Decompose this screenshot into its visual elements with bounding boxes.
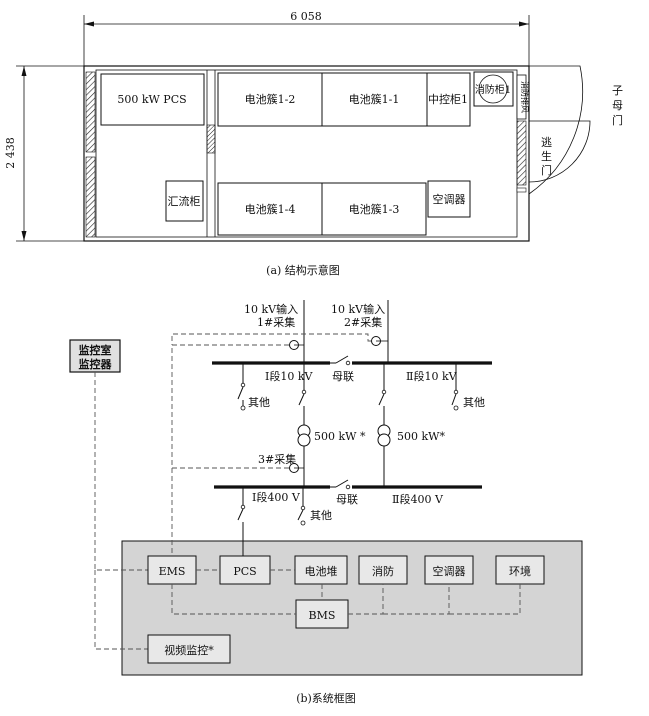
monitor-to-ems-line <box>94 372 148 571</box>
other-1-label: 其他 <box>248 396 270 409</box>
battery-cluster-1-3-label: 电池簇1-3 <box>349 202 400 216</box>
monitor-to-video-line <box>94 570 148 650</box>
bus-section-2-10kv-label: Ⅱ段10 kV <box>406 369 458 383</box>
pcs-cabinet-label: 500 kW PCS <box>117 93 186 106</box>
bus-tie-10kv-switch <box>335 355 349 364</box>
fire-cabinet-circle <box>478 74 508 104</box>
bus-tie-400v-label: 母联 <box>336 493 358 506</box>
collect-2-signal-line <box>171 333 371 345</box>
bus-section-1-400v-label: Ⅰ段400 V <box>252 490 301 504</box>
feeder-other-2 <box>451 363 459 411</box>
width-dimension-label: 6 058 <box>290 10 322 23</box>
height-dimension: 2 438 <box>4 65 84 242</box>
container-outer-wall <box>83 65 530 242</box>
transformer-1-secondary <box>297 433 311 447</box>
combiner-cabinet <box>165 180 204 222</box>
collect-1-label: 1#采集 <box>257 315 295 329</box>
video-monitor-label: 视频监控* <box>164 643 214 657</box>
escape-door-swing <box>528 120 591 183</box>
battery-cluster-1-3 <box>321 182 427 236</box>
fire-cabinet-label: 消防柜1 <box>475 83 511 96</box>
battery-cluster-1-1 <box>321 72 428 127</box>
air-conditioner-unit-label: 空调器 <box>433 192 466 206</box>
battery-stack-label: 电池堆 <box>305 565 338 578</box>
escape-door-char-2: 生 <box>541 149 552 163</box>
central-control-cabinet <box>426 72 471 127</box>
system-diagram: 监控室 监控器 10 kV输入 1#采集 10 kV输入 2#采集 母联 Ⅰ段1… <box>69 300 583 705</box>
bus-section-2-400v-label: Ⅱ段400 V <box>392 492 444 506</box>
main-door-char-3: 门 <box>612 113 623 127</box>
width-dimension: 6 058 <box>83 10 530 67</box>
air-conditioner-label: 空调器 <box>433 564 466 578</box>
partition-hatch <box>206 124 216 154</box>
system-caption: (b)系统框图 <box>296 692 356 705</box>
transformer-2-label: 500 kW* <box>397 430 445 443</box>
environment-label: 环境 <box>509 564 531 578</box>
pcs-feeder <box>237 487 246 556</box>
pcs-label: PCS <box>233 565 256 578</box>
battery-cluster-1-4-label: 电池簇1-4 <box>245 202 296 216</box>
bms-environment-link <box>449 584 521 615</box>
pcs-cabinet <box>100 73 205 126</box>
transformer-2-secondary <box>377 433 391 447</box>
combiner-cabinet-label: 汇流柜 <box>168 194 201 208</box>
left-hatch-upper <box>85 71 96 153</box>
input-1-label: 10 kV输入 <box>244 302 298 316</box>
structure-caption: (a) 结构示意图 <box>266 263 340 277</box>
feeder-other-3 <box>297 487 306 526</box>
central-control-cabinet-label: 中控柜1 <box>428 92 468 106</box>
air-conditioner-unit <box>427 180 471 218</box>
feeder-other-1 <box>237 363 246 411</box>
bus-section-1-10kv-label: Ⅰ段10 kV <box>265 369 314 383</box>
battery-cluster-1-2-label: 电池簇1-2 <box>245 92 296 106</box>
exhaust-strip-label: 消防排风 <box>520 81 530 113</box>
main-door-swing <box>528 65 583 195</box>
main-door-char-1: 子 <box>612 84 623 97</box>
ems-bms-link <box>171 584 296 615</box>
ems-box <box>147 555 197 585</box>
escape-door-char-1: 逃 <box>541 136 552 149</box>
collect-2-label: 2#采集 <box>344 315 382 329</box>
fire-protection-label: 消防 <box>372 564 394 578</box>
height-dimension-label: 2 438 <box>4 137 17 169</box>
monitor-room-line-1: 监控室 <box>79 343 112 357</box>
exhaust-strip <box>516 74 527 120</box>
video-monitor-box <box>147 634 231 664</box>
bms-label: BMS <box>309 609 336 622</box>
door-frame-hatch <box>516 120 527 186</box>
structure-diagram: 6 058 2 438 500 kW PCS 汇流柜 电池簇1-2 <box>4 10 623 277</box>
other-2-label: 其他 <box>463 396 485 409</box>
transformer-branch-2 <box>377 363 391 487</box>
monitor-room-line-2: 监控器 <box>79 357 113 371</box>
collect-3-label: 3#采集 <box>258 452 296 466</box>
escape-door-char-3: 门 <box>541 163 552 177</box>
main-door-char-2: 母 <box>612 99 623 112</box>
bus-tie-400v-switch <box>335 479 349 488</box>
bus-tie-10kv-label: 母联 <box>332 370 354 383</box>
transformer-branch-1 <box>297 363 311 487</box>
door-threshold <box>516 187 527 193</box>
battery-cluster-1-1-label: 电池簇1-1 <box>349 92 400 106</box>
other-3-label: 其他 <box>310 509 332 522</box>
air-conditioner-box <box>424 555 474 585</box>
ems-label: EMS <box>159 565 186 578</box>
transformer-1-label: 500 kW * <box>314 430 366 443</box>
left-hatch-lower <box>85 156 96 238</box>
input-2-label: 10 kV输入 <box>331 302 385 316</box>
